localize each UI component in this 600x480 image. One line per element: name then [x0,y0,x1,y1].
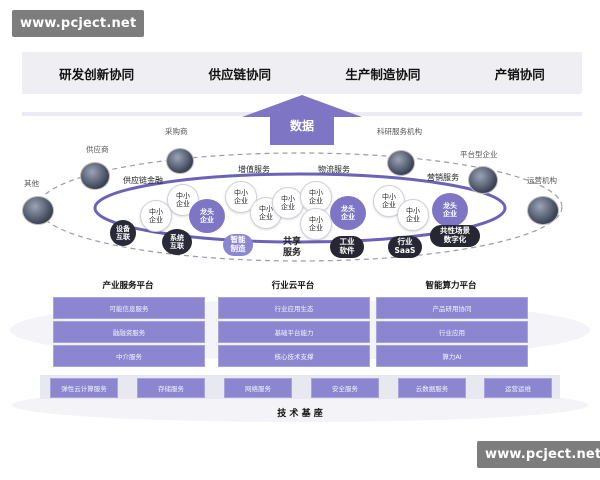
label-pingtai: 平台型企业 [460,150,498,159]
collaboration-band: 研发创新协同 供应链协同 生产制造协同 产销协同 [22,52,582,94]
band-item-production: 生产制造协同 [345,66,421,82]
photo-caigoushang [166,148,194,174]
platform-item: 行业应用 [376,321,528,343]
node-sme: 中小 企业 [397,199,429,231]
node-sme: 中小 企业 [300,208,332,240]
photo-gongyingshang [80,162,110,190]
platform-title-smart-computing: 智能算力平台 [425,281,477,291]
base-item: 网络服务 [224,378,292,398]
platform-title-industry-service: 产业服务平台 [102,281,154,291]
watermark-bottom: www.pcject.net [477,441,600,468]
label-logistics: 物流服务 [318,165,350,174]
base-item: 存储服务 [137,378,205,398]
label-yunying: 运营机构 [527,176,557,185]
label-gongyingshang: 供应商 [86,145,109,154]
node-sme: 中小 企业 [300,181,332,213]
platform-item: 核心技术支撑 [218,345,370,367]
data-arrow-label: 数据 [289,119,314,133]
platform-item: 产品研用协同 [376,297,528,319]
node-leading-enterprise: 龙头 企业 [432,193,468,227]
node-sme: 中小 企业 [167,184,199,216]
platform-item: 融融资服务 [53,321,205,343]
platform-title-industry-cloud: 行业云平台 [271,281,315,291]
node-leading-enterprise: 龙头 企业 [330,196,366,230]
platform-item: 可能信息服务 [53,297,205,319]
band-item-sales: 产销协同 [494,66,545,82]
node-sme: 中小 企业 [140,200,172,232]
label-qita: 其他 [24,179,39,188]
node-industry-saas: 行业 SaaS [388,236,422,258]
platform-item: 中介服务 [53,345,205,367]
label-shared-services: 共享 服务 [283,237,302,259]
band-item-supply: 供应链协同 [208,66,272,82]
photo-pingtai [468,166,498,194]
watermark-top: www.pcject.net [12,10,145,37]
base-item: 安全服务 [311,378,379,398]
label-supply-finance: 供应链金融 [123,176,163,185]
base-item: 运营运维 [484,378,552,398]
node-system-interconnect: 系统 互联 [162,229,192,255]
platform-item: 算力AI [376,345,528,367]
base-strip [40,375,560,399]
platform-item: 行业应用生态 [218,297,370,319]
photo-yunying [527,196,559,225]
platform-item: 基础平台能力 [218,321,370,343]
node-leading-enterprise: 龙头 企业 [189,199,225,233]
label-marketing: 营销服务 [427,173,459,182]
node-smart-manufacturing: 智能 制造 [223,234,253,256]
label-value-added: 增值服务 [238,165,270,174]
label-caigoushang: 采购商 [165,127,188,136]
node-common-scenario-digitization: 共性场景 数字化 [430,225,480,247]
band-item-rd: 研发创新协同 [59,66,135,82]
photo-keyan [387,150,415,176]
label-keyan: 科研服务机构 [377,127,422,136]
photo-qita [22,196,54,225]
data-arrow: 数据 [242,95,362,145]
base-title: 技 术 基 座 [277,409,323,419]
node-industrial-software: 工业 软件 [330,236,364,258]
node-device-interconnect: 设备 互联 [110,220,136,246]
base-item: 弹性云计算服务 [50,378,118,398]
base-item: 云数据服务 [398,378,466,398]
node-sme: 中小 企业 [272,187,304,219]
